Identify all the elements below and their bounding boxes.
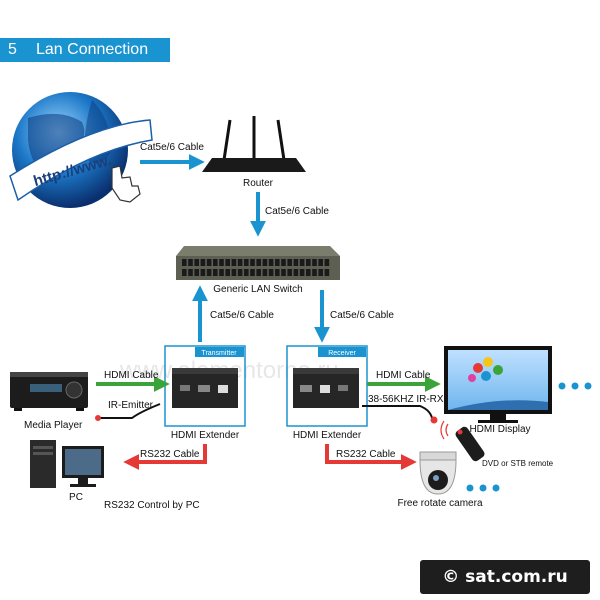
hand-cursor-icon [111,165,141,203]
cable-label-internet-router: Cat5e/6 Cable [140,142,204,153]
switch-port [275,259,280,266]
section-title: Lan Connection [36,41,149,58]
switch-port [219,259,224,266]
switch-port [256,269,261,276]
ir-emitter-icon [95,415,101,421]
hdmi-display-label: HDMI Display [469,424,530,435]
media-player-label: Media Player [24,420,83,431]
lan-switch-icon [176,246,340,280]
switch-ports [182,259,330,276]
hdmi-extender-receiver-icon [293,368,359,408]
cable-label-receiver: Cat5e/6 Cable [330,310,394,321]
switch-port [312,259,317,266]
switch-label: Generic LAN Switch [213,284,302,295]
switch-port [275,269,280,276]
switch-port [324,259,330,266]
switch-port [281,269,286,276]
rs232-right-link [325,444,417,470]
switch-port [213,259,218,266]
sat-com-ru-watermark: © sat.com.ru [420,560,590,594]
switch-port [318,259,323,266]
switch-port [188,259,193,266]
switch-port [237,259,243,266]
hdmi-in-label: HDMI Cable [104,370,159,381]
media-player-icon [10,372,88,411]
switch-port [318,269,323,276]
cable-label-transmitter: Cat5e/6 Cable [210,310,274,321]
remote-label: DVD or STB remote [482,459,554,468]
hdmi-out-label: HDMI Cable [376,370,431,381]
switch-port [250,269,255,276]
rs232-right-label: RS232 Cable [336,449,396,460]
more-cameras-icon [466,484,500,492]
switch-port [200,259,206,266]
switch-port [188,269,193,276]
switch-port [206,269,212,276]
router-icon [202,116,306,172]
switch-port [250,259,255,266]
switch-port [306,259,311,266]
switch-port [225,259,230,266]
switch-port [237,269,243,276]
switch-port [262,269,268,276]
switch-port [194,259,199,266]
pc-icon [30,440,104,488]
ir-rx-label: 38-56KHZ IR-RX [368,394,444,405]
section-header: 5 Lan Connection [0,38,170,62]
switch-port [262,259,268,266]
switch-port [287,259,292,266]
switch-port [281,259,286,266]
switch-port [182,259,187,266]
switch-port [182,269,187,276]
switch-port [231,259,237,266]
switch-port [213,269,218,276]
switch-port [244,269,249,276]
hdmi-extender-left-label: HDMI Extender [171,430,240,441]
switch-port [287,269,292,276]
section-number: 5 [8,41,17,58]
receiver-tag [318,347,366,357]
switch-port [256,259,261,266]
switch-port [293,259,299,266]
hdmi-extender-right-label: HDMI Extender [293,430,362,441]
switch-port [206,259,212,266]
switch-port [219,269,224,276]
ir-rx-cable [362,405,433,419]
switch-port [293,269,299,276]
router-label: Router [243,178,274,189]
hdmi-display-icon [444,346,552,423]
transmitter-tag-label: Transmitter [201,350,237,357]
switch-port [324,269,330,276]
rotate-camera-icon [419,451,457,495]
switch-port [268,269,274,276]
rs232-control-label: RS232 Control by PC [104,500,200,511]
switch-port [299,259,305,266]
ir-emitter-cable [100,403,161,419]
more-devices-icon [558,382,592,390]
switch-port [225,269,230,276]
switch-port [306,269,311,276]
switch-port [200,269,206,276]
ir-rx-icon [430,416,438,424]
pc-label: PC [69,492,83,503]
camera-label: Free rotate camera [397,498,482,509]
rs232-left-link [123,444,207,470]
remote-control-icon [440,420,485,462]
transmitter-tag [195,347,244,357]
rs232-left-label: RS232 Cable [140,449,200,460]
internet-globe-icon: http://www. [9,92,153,208]
hdmi-extender-transmitter-icon [172,368,238,408]
switch-port [231,269,237,276]
switch-port [268,259,274,266]
ir-emitter-label: IR-Emitter [108,400,154,411]
receiver-tag-label: Receiver [328,350,356,357]
switch-port [244,259,249,266]
cable-label-router-switch: Cat5e/6 Cable [265,206,329,217]
switch-port [299,269,305,276]
switch-port [312,269,317,276]
switch-port [194,269,199,276]
